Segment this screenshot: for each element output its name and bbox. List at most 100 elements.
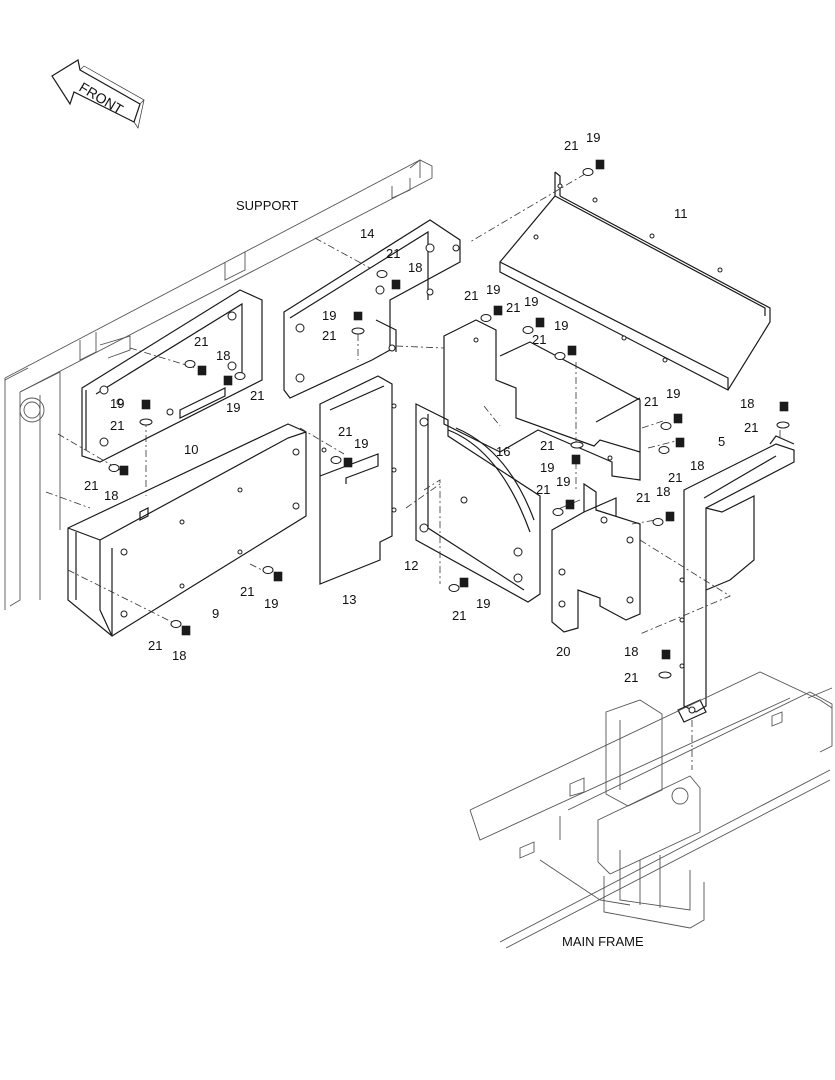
label-part-16: 16 xyxy=(496,444,510,459)
bolt-icon xyxy=(181,625,191,636)
label-part-9: 9 xyxy=(212,606,219,621)
stand-5 xyxy=(677,435,795,723)
bolt-icon xyxy=(675,437,685,448)
bolt-icon xyxy=(119,465,129,476)
label-part-13: 13 xyxy=(342,592,356,607)
label-part-12: 12 xyxy=(404,558,418,573)
label-bolt-19: 19 xyxy=(524,294,538,309)
bolt-icon xyxy=(197,365,207,376)
washer-icon xyxy=(652,518,664,526)
bolt-icon xyxy=(223,375,233,386)
label-washer-21: 21 xyxy=(338,424,352,439)
washer-icon xyxy=(776,421,790,429)
washer-icon xyxy=(480,314,492,322)
washer-icon xyxy=(139,418,153,426)
label-bolt-18: 18 xyxy=(216,348,230,363)
bolt-icon xyxy=(459,577,469,588)
washer-icon xyxy=(234,372,246,380)
bolt-icon xyxy=(565,499,575,510)
label-washer-21: 21 xyxy=(194,334,208,349)
label-bolt-19: 19 xyxy=(540,460,554,475)
label-washer-21: 21 xyxy=(536,482,550,497)
bolt-icon xyxy=(343,457,353,468)
washer-icon xyxy=(170,620,182,628)
plate-10 xyxy=(81,289,263,463)
label-bolt-19: 19 xyxy=(476,596,490,611)
label-washer-21: 21 xyxy=(452,608,466,623)
label-washer-21: 21 xyxy=(110,418,124,433)
washer-icon xyxy=(262,566,274,574)
bolt-icon xyxy=(571,454,581,465)
washer-icon xyxy=(570,441,584,449)
label-washer-21: 21 xyxy=(532,332,546,347)
washer-icon xyxy=(376,270,388,278)
plate-12 xyxy=(415,403,541,603)
label-bolt-18: 18 xyxy=(408,260,422,275)
support-caption: SUPPORT xyxy=(236,198,299,213)
label-washer-21: 21 xyxy=(464,288,478,303)
washer-icon xyxy=(351,327,365,335)
label-part-10: 10 xyxy=(184,442,198,457)
label-bolt-18: 18 xyxy=(740,396,754,411)
bolt-icon xyxy=(665,511,675,522)
front-arrow-icon: FRONT xyxy=(51,59,145,129)
label-washer-21: 21 xyxy=(668,470,682,485)
label-bolt-18: 18 xyxy=(172,648,186,663)
label-part-14: 14 xyxy=(360,226,374,241)
label-part-5: 5 xyxy=(718,434,725,449)
bolt-icon xyxy=(141,399,151,410)
washer-icon xyxy=(552,508,564,516)
main-frame xyxy=(469,671,833,949)
bolt-icon xyxy=(779,401,789,412)
bracket-14 xyxy=(283,219,461,399)
label-washer-21: 21 xyxy=(636,490,650,505)
washer-icon xyxy=(658,446,670,454)
label-part-11: 11 xyxy=(674,206,688,221)
washer-icon xyxy=(582,168,594,176)
part-labels: 11 14 10 16 5 12 9 13 20 19 21 21 18 19 … xyxy=(84,130,758,685)
label-bolt-19: 19 xyxy=(554,318,568,333)
label-bolt-18: 18 xyxy=(104,488,118,503)
bracket-16 xyxy=(443,319,641,481)
label-washer-21: 21 xyxy=(744,420,758,435)
label-washer-21: 21 xyxy=(250,388,264,403)
label-bolt-19: 19 xyxy=(226,400,240,415)
label-bolt-19: 19 xyxy=(264,596,278,611)
label-bolt-19: 19 xyxy=(666,386,680,401)
label-washer-21: 21 xyxy=(240,584,254,599)
bolt-icon xyxy=(661,649,671,660)
bolt-icon xyxy=(273,571,283,582)
assembly-lines xyxy=(45,173,781,770)
box-9 xyxy=(67,423,307,637)
label-washer-21: 21 xyxy=(386,246,400,261)
label-bolt-19: 19 xyxy=(110,396,124,411)
washer-icon xyxy=(522,326,534,334)
washer-icon xyxy=(184,360,196,368)
bolt-icon xyxy=(353,311,363,321)
cover-11 xyxy=(499,171,771,391)
label-bolt-19: 19 xyxy=(354,436,368,451)
bolt-icon xyxy=(493,305,503,316)
label-washer-21: 21 xyxy=(322,328,336,343)
panel-13 xyxy=(319,375,397,585)
label-washer-21: 21 xyxy=(84,478,98,493)
label-bolt-18: 18 xyxy=(690,458,704,473)
label-washer-21: 21 xyxy=(564,138,578,153)
label-bolt-18: 18 xyxy=(624,644,638,659)
label-washer-21: 21 xyxy=(644,394,658,409)
label-washer-21: 21 xyxy=(540,438,554,453)
label-washer-21: 21 xyxy=(506,300,520,315)
label-bolt-18: 18 xyxy=(656,484,670,499)
washer-icon xyxy=(660,422,672,430)
support-frame xyxy=(4,159,433,610)
bolt-icon xyxy=(567,345,577,356)
washer-icon xyxy=(448,584,460,592)
washer-icon xyxy=(658,671,672,679)
label-washer-21: 21 xyxy=(148,638,162,653)
washer-icon xyxy=(330,456,342,464)
bracket-20 xyxy=(551,482,641,633)
label-part-20: 20 xyxy=(556,644,570,659)
main-frame-caption: MAIN FRAME xyxy=(562,934,644,949)
